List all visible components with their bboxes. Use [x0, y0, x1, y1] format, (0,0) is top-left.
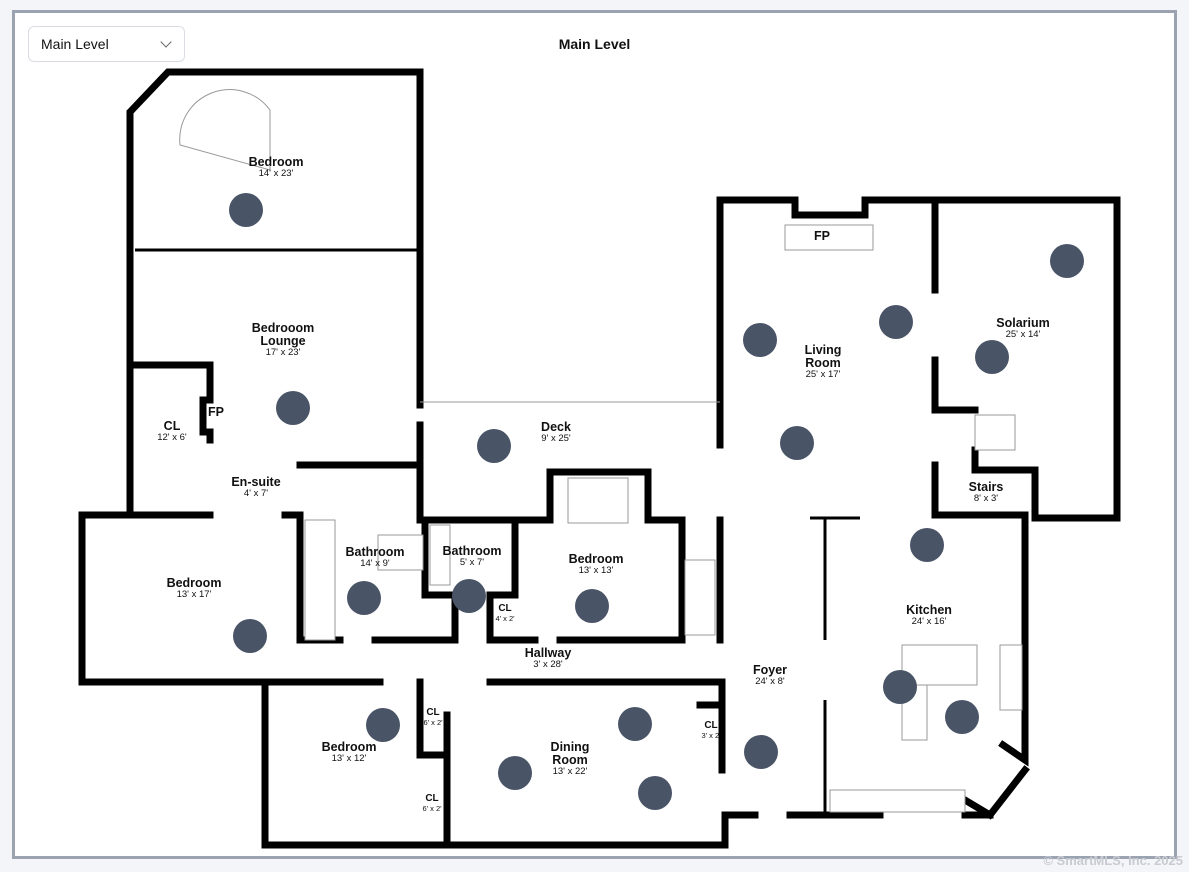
photo-marker[interactable]: [452, 579, 486, 613]
walls: [78, 68, 1121, 849]
photo-marker[interactable]: [233, 619, 267, 653]
photo-marker[interactable]: [780, 426, 814, 460]
level-select-value: Main Level: [41, 36, 109, 52]
photo-marker[interactable]: [879, 305, 913, 339]
photo-marker[interactable]: [229, 193, 263, 227]
photo-marker[interactable]: [945, 700, 979, 734]
thin-walls: [135, 248, 860, 815]
photo-marker[interactable]: [366, 708, 400, 742]
photo-marker[interactable]: [276, 391, 310, 425]
photo-marker[interactable]: [347, 581, 381, 615]
fireplace-label: FP: [814, 229, 830, 243]
photo-marker[interactable]: [975, 340, 1009, 374]
photo-marker[interactable]: [498, 756, 532, 790]
photo-marker[interactable]: [477, 429, 511, 463]
photo-marker[interactable]: [1050, 244, 1084, 278]
photo-marker[interactable]: [618, 707, 652, 741]
photo-marker[interactable]: [575, 589, 609, 623]
fixtures: [179, 89, 1023, 813]
copyright: © SmartMLS, Inc. 2025: [1043, 853, 1183, 868]
plan-title: Main Level: [558, 36, 631, 52]
level-select[interactable]: Main Level: [28, 26, 185, 62]
photo-marker[interactable]: [743, 323, 777, 357]
photo-marker[interactable]: [638, 776, 672, 810]
photo-marker[interactable]: [910, 528, 944, 562]
photo-marker[interactable]: [883, 670, 917, 704]
photo-marker[interactable]: [744, 735, 778, 769]
fireplace-label: FP: [208, 405, 224, 419]
